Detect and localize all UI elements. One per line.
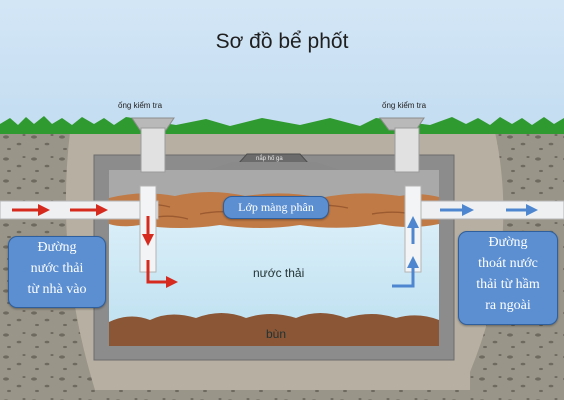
inflow-line-2: nước thải (30, 261, 84, 276)
inflow-arrows (12, 204, 178, 288)
scum-layer-label: Lớp màng phân (223, 196, 329, 219)
inflow-line-3: từ nhà vào (27, 282, 87, 297)
outflow-line-4: ra ngoài (485, 298, 531, 313)
inspection-pipe-left-label: ống kiểm tra (118, 101, 163, 110)
inspection-pipe-left (140, 127, 166, 173)
inspection-pipe-right (394, 127, 420, 173)
inflow-line-1: Đường (37, 240, 77, 255)
sludge-label: bùn (266, 327, 287, 341)
inspection-pipe-left-cap (131, 117, 175, 131)
manhole-cover-base (208, 162, 340, 170)
wastewater-label: nước thải (253, 266, 305, 280)
diagram-title: Sơ đồ bể phốt (215, 30, 349, 53)
inflow-label-box: Đường nước thải từ nhà vào (8, 236, 106, 308)
outflow-line-1: Đường (488, 235, 528, 250)
outflow-arrows (392, 204, 538, 288)
sludge-zone (109, 313, 439, 346)
outflow-label-box: Đường thoát nước thải từ hầm ra ngoài (458, 231, 558, 325)
sky (0, 0, 564, 128)
inspection-pipe-right-label: ống kiểm tra (382, 101, 427, 110)
outflow-line-3: thải từ hầm (476, 277, 540, 292)
outlet-pipe (404, 200, 564, 220)
outflow-line-2: thoát nước (478, 256, 538, 271)
manhole-cover-label: nắp hố ga (256, 156, 283, 162)
